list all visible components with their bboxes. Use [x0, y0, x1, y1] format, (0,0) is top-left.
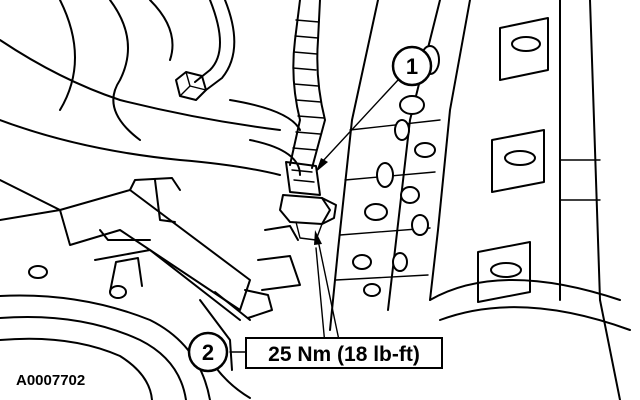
- torque-spec-box: [245, 337, 443, 369]
- bracket-assembly: [0, 177, 301, 321]
- hex-fitting: [175, 71, 207, 101]
- leader-lines: [229, 79, 399, 353]
- block-slots: [477, 17, 601, 303]
- hose-assembly: [0, 0, 301, 176]
- block-openings: [352, 45, 440, 297]
- callout-1-number: 1: [406, 54, 418, 79]
- sensor: [279, 161, 337, 241]
- callout-2: 2 25 Nm (18 lb-ft): [187, 331, 443, 373]
- wire-harness: [289, 0, 326, 169]
- callout-2-number: 2: [202, 340, 214, 365]
- figure-id: A0007702: [16, 372, 85, 389]
- torque-spec-label: 25 Nm (18 lb-ft): [268, 343, 420, 366]
- callout-1: 1: [391, 45, 433, 87]
